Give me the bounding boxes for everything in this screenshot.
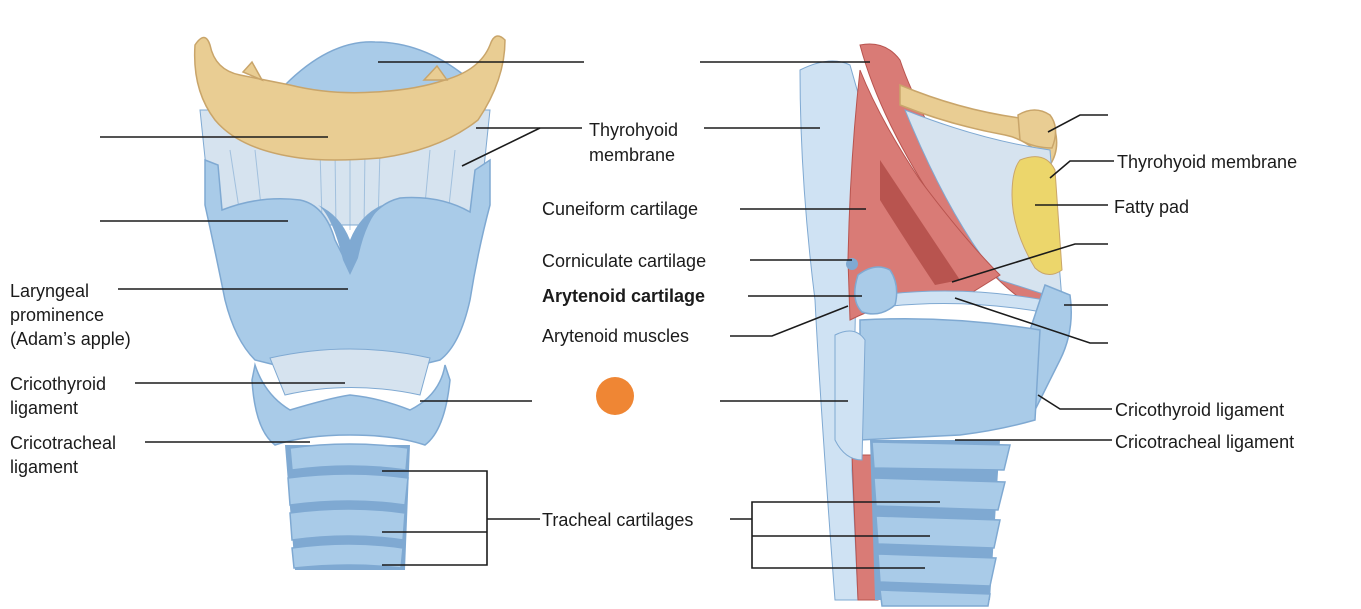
corniculate-cartilage <box>846 258 858 270</box>
label-arytenoid-muscles: Arytenoid muscles <box>542 326 690 346</box>
cricothyroid-region <box>269 348 431 396</box>
label-cricotracheal-left-1: Cricotracheal <box>10 433 117 453</box>
label-thyrohyoid-membrane-2: membrane <box>589 145 676 165</box>
thyroid-cartilage-anterior <box>204 158 491 366</box>
label-thyrohyoid-membrane-right: Thyrohyoid membrane <box>1117 152 1298 172</box>
label-thyrohyoid-membrane-1: Thyrohyoid <box>589 120 679 140</box>
label-cricothyroid-left-2: ligament <box>10 398 79 418</box>
thyroid-notch-shadow <box>318 205 382 275</box>
hyoid-bone-anterior <box>193 35 506 161</box>
label-fatty-pad: Fatty pad <box>1114 197 1190 217</box>
hyoid-horn-right <box>422 64 449 81</box>
cricoid-lamina <box>834 330 866 461</box>
arytenoid-cartilage <box>854 266 898 315</box>
membrane-striations <box>229 149 456 231</box>
hyoid-body-sagittal <box>1017 109 1057 149</box>
label-cricotracheal-left-2: ligament <box>10 457 79 477</box>
label-cricotracheal-right: Cricotracheal ligament <box>1115 432 1295 452</box>
label-corniculate-cartilage: Corniculate cartilage <box>542 251 707 271</box>
thyrohyoid-membrane-sagittal <box>904 109 1063 301</box>
posterior-tissue <box>799 60 861 601</box>
leader-lines <box>100 61 1114 569</box>
fatty-pad <box>1011 156 1063 275</box>
label-laryngeal-prominence-3: (Adam’s apple) <box>10 329 131 349</box>
vestibular-muscle-wall <box>847 69 1001 321</box>
trachea-anterior <box>285 443 410 570</box>
muscle-highlight <box>880 160 960 285</box>
hyoid-horn-left <box>241 60 264 82</box>
cricoid-cartilage-sagittal <box>859 318 1041 441</box>
label-tracheal-cartilages: Tracheal cartilages <box>542 510 694 530</box>
label-laryngeal-prominence-2: prominence <box>10 305 105 325</box>
orange-dot-icon[interactable] <box>596 377 634 415</box>
sagittal-view <box>799 43 1072 607</box>
anterior-view <box>193 35 506 570</box>
trachea-sagittal <box>870 440 1011 607</box>
label-arytenoid-cartilage: Arytenoid cartilage <box>542 286 706 306</box>
label-cricothyroid-left-1: Cricothyroid <box>10 374 107 394</box>
label-laryngeal-prominence-1: Laryngeal <box>10 281 90 301</box>
hyoid-bone-sagittal <box>899 83 1058 167</box>
label-cricothyroid-right: Cricothyroid ligament <box>1115 400 1285 420</box>
label-cuneiform-cartilage: Cuneiform cartilage <box>542 199 699 219</box>
